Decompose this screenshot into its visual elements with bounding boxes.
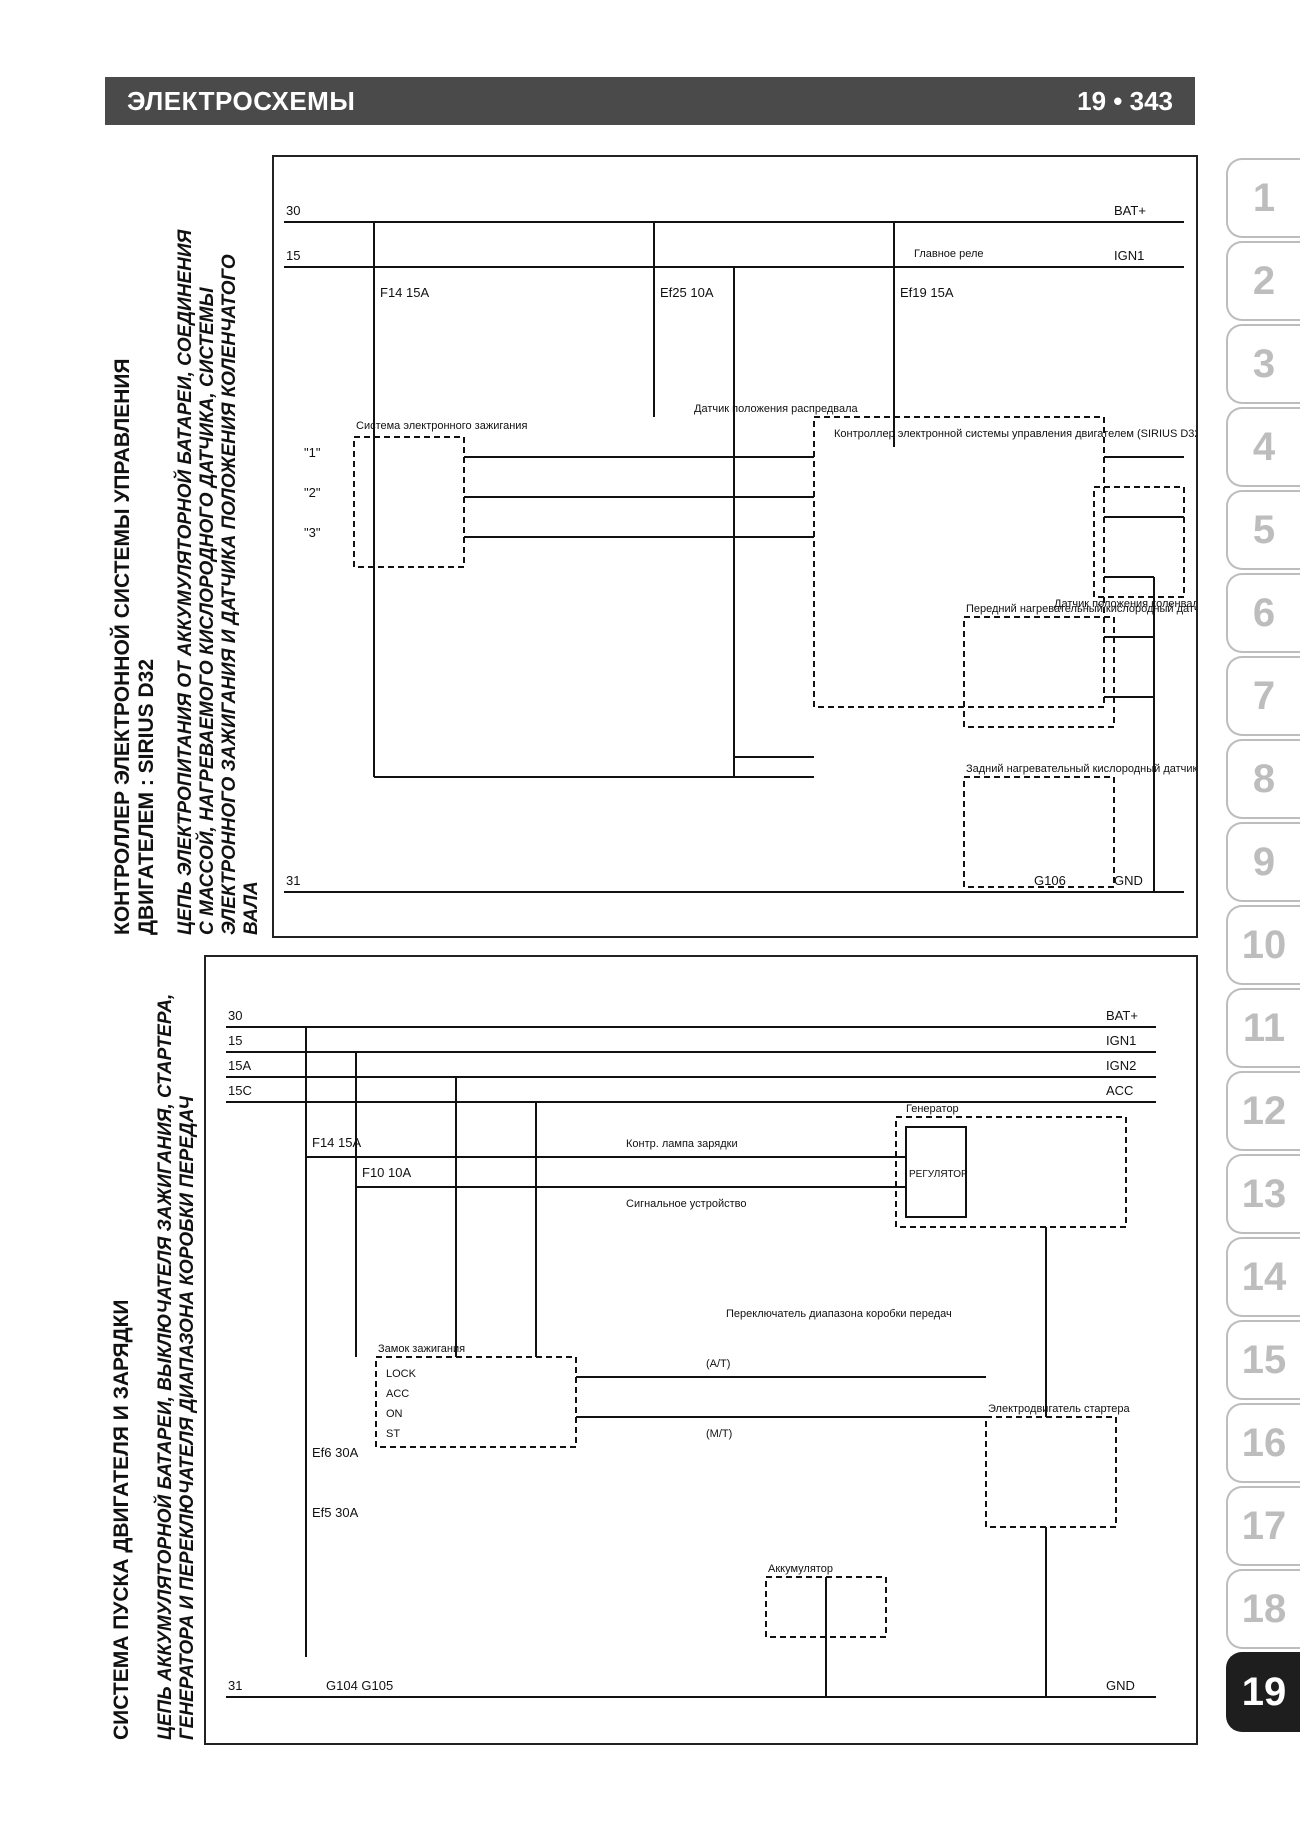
starter-label: Электродвигатель стартера [988,1403,1131,1415]
ecm-title: КОНТРОЛЛЕР ЭЛЕКТРОННОЙ СИСТЕМЫ УПРАВЛЕНИ… [111,358,159,935]
chapter-tab-3[interactable]: 3 [1226,324,1300,404]
ecm-subtitle: ЦЕПЬ ЭЛЕКТРОПИТАНИЯ ОТ АККУМУЛЯТОРНОЙ БА… [175,230,263,935]
start-charge-subtitle-line: ЦЕПЬ АККУМУЛЯТОРНОЙ БАТАРЕИ, ВЫКЛЮЧАТЕЛЯ… [155,993,176,1740]
chapter-tab-15[interactable]: 15 [1226,1320,1300,1400]
chapter-tab-10[interactable]: 10 [1226,905,1300,985]
chapter-tab-17[interactable]: 17 [1226,1486,1300,1566]
start-charge-diagram-svg: 30 15 15A 15C BAT+ IGN1 IGN2 ACC 31 GND … [226,1008,1156,1698]
fuse-label: F14 15A [312,1135,361,1150]
coil-output: "3" [304,525,321,540]
bus-tag-ign2: IGN2 [1106,1058,1136,1073]
bus-tag-bat: BAT+ [1114,203,1146,218]
ground-point: G106 [1034,873,1066,888]
start-charge-subtitle-line: ГЕНЕРАТОРА И ПЕРЕКЛЮЧАТЕЛЯ ДИАПАЗОНА КОР… [177,1096,198,1740]
fuse-label: Ef19 15A [900,285,954,300]
chapter-tab-9[interactable]: 9 [1226,822,1300,902]
start-charge-wiring-diagram: 30 15 15A 15C BAT+ IGN1 IGN2 ACC 31 GND … [204,955,1198,1745]
chapter-tab-1[interactable]: 1 [1226,158,1300,238]
fuse-label: Ef5 30A [312,1505,359,1520]
switch-position: ACC [386,1388,409,1400]
ground-tag: GND [1106,1678,1135,1693]
chapter-tab-6[interactable]: 6 [1226,573,1300,653]
ecm-diagram-svg: 30 15 31 BAT+ IGN1 GND G106 F14 15A Ef25… [284,203,1196,893]
mt-label: (M/T) [706,1428,732,1440]
chapter-tab-2[interactable]: 2 [1226,241,1300,321]
ecm-subtitle-line: ВАЛА [241,881,262,935]
switch-position: ST [386,1428,400,1440]
switch-position: LOCK [386,1368,417,1380]
generator-label: Генератор [906,1103,959,1115]
chapter-tab-19[interactable]: 19 [1226,1652,1300,1732]
ecm-subtitle-line: С МАССОЙ, НАГРЕВАЕМОГО КИСЛОРОДНОГО ДАТЧ… [197,287,218,935]
bus-30-label: 30 [286,203,300,218]
range-switch-label: Переключатель диапазона коробки передач [726,1308,952,1320]
ignition-switch-label: Замок зажигания [378,1343,465,1355]
start-charge-title-line: СИСТЕМА ПУСКА ДВИГАТЕЛЯ И ЗАРЯДКИ [110,1299,133,1741]
bus-tag-ign1: IGN1 [1106,1033,1136,1048]
chapter-tab-11[interactable]: 11 [1226,988,1300,1068]
start-charge-title: СИСТЕМА ПУСКА ДВИГАТЕЛЯ И ЗАРЯДКИ [110,1300,134,1741]
rear-o2-label: Задний нагревательный кислородный датчик [966,763,1196,775]
bus-tag-bat: BAT+ [1106,1008,1138,1023]
ground-label: 31 [286,873,300,888]
fuse-label: Ef6 30A [312,1445,359,1460]
switch-position: ON [386,1408,403,1420]
chapter-tab-14[interactable]: 14 [1226,1237,1300,1317]
fuse-label: F14 15A [380,285,429,300]
bus-15a-label: 15A [228,1058,251,1073]
ecm-subtitle-line: ЦЕПЬ ЭЛЕКТРОПИТАНИЯ ОТ АККУМУЛЯТОРНОЙ БА… [175,229,196,935]
page-header: ЭЛЕКТРОСХЕМЫ 19 • 343 [105,77,1195,125]
chapter-tab-12[interactable]: 12 [1226,1071,1300,1151]
charge-lamp-label: Контр. лампа зарядки [626,1138,738,1150]
ecm-wiring-diagram: 30 15 31 BAT+ IGN1 GND G106 F14 15A Ef25… [272,155,1198,938]
ignition-system-label: Система электронного зажигания [356,420,527,432]
coil-output: "2" [304,485,321,500]
chapter-tab-13[interactable]: 13 [1226,1154,1300,1234]
ecm-title-line: ДВИГАТЕЛЕМ : SIRIUS D32 [135,658,158,935]
bus-15-label: 15 [228,1033,242,1048]
section-title: ЭЛЕКТРОСХЕМЫ [127,85,356,116]
chapter-tab-18[interactable]: 18 [1226,1569,1300,1649]
ground-tag: GND [1114,873,1143,888]
bus-tag-ign1: IGN1 [1114,248,1144,263]
regulator-label: РЕГУЛЯТОР [909,1169,968,1180]
coil-output: "1" [304,445,321,460]
ecm-title-line: КОНТРОЛЛЕР ЭЛЕКТРОННОЙ СИСТЕМЫ УПРАВЛЕНИ… [111,358,134,935]
ground-label: 31 [228,1678,242,1693]
battery-label: Аккумулятор [768,1563,833,1575]
bus-15-label: 15 [286,248,300,263]
ecm-label: Контроллер электронной системы управлени… [834,428,1196,440]
chapter-tab-7[interactable]: 7 [1226,656,1300,736]
ecm-subtitle-line: ЭЛЕКТРОННОГО ЗАЖИГАНИЯ И ДАТЧИКА ПОЛОЖЕН… [219,254,240,935]
chapter-tab-4[interactable]: 4 [1226,407,1300,487]
ground-points: G104 G105 [326,1678,393,1693]
main-relay-label: Главное реле [914,248,984,260]
signal-device-label: Сигнальное устройство [626,1198,746,1210]
crank-sensor-label: Датчик положения коленвала [1054,598,1196,610]
fuse-label: Ef25 10A [660,285,714,300]
at-label: (A/T) [706,1358,730,1370]
page-number: 19 • 343 [1077,85,1173,116]
start-charge-subtitle: ЦЕПЬ АККУМУЛЯТОРНОЙ БАТАРЕИ, ВЫКЛЮЧАТЕЛЯ… [155,994,199,1740]
bus-tag-acc: ACC [1106,1083,1133,1098]
chapter-tab-8[interactable]: 8 [1226,739,1300,819]
front-o2-label: Передний нагревательный кислородный датч… [966,603,1196,615]
fuse-label: F10 10A [362,1165,411,1180]
cam-sensor-label: Датчик положения распредвала [694,403,859,415]
chapter-tab-5[interactable]: 5 [1226,490,1300,570]
bus-30-label: 30 [228,1008,242,1023]
chapter-tab-16[interactable]: 16 [1226,1403,1300,1483]
bus-15c-label: 15C [228,1083,252,1098]
